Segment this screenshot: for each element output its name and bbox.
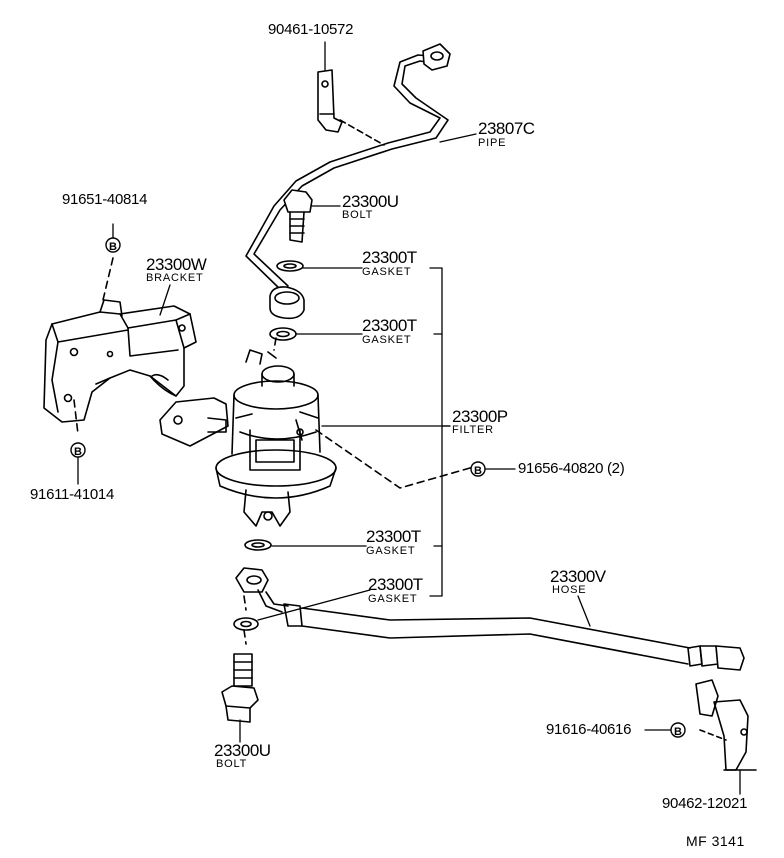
gasket-2	[269, 327, 297, 341]
gasket-3-part-number: 23300T	[366, 527, 421, 546]
filter-part-name: FILTER	[452, 424, 494, 436]
bolt-marker-clamp: B	[670, 722, 686, 738]
assembly-lines	[73, 257, 471, 645]
hose-part-name: HOSE	[552, 584, 587, 596]
fuel-hose	[235, 567, 745, 671]
gasket-1-part-name: GASKET	[362, 266, 412, 278]
gasket-4-part-name: GASKET	[368, 593, 418, 605]
gasket-4	[233, 617, 259, 631]
filter-bolt-part-number: 91656-40820 (2)	[518, 460, 625, 477]
gasket-2-part-name: GASKET	[362, 334, 412, 346]
gasket-3-part-name: GASKET	[366, 545, 416, 557]
figure-code: MF 3141	[686, 833, 745, 849]
bracket-part-number: 23300W	[146, 255, 207, 274]
bolt-top-part-name: BOLT	[342, 209, 374, 221]
svg-text:B: B	[109, 241, 117, 253]
pipe-clamp-part-number: 90461-10572	[268, 21, 354, 38]
filter-part-number: 23300P	[452, 407, 508, 426]
leader-lines	[77, 41, 741, 795]
pipe-part-number: 23807C	[478, 119, 535, 138]
gasket-1	[276, 260, 304, 272]
banjo-bolt-bottom	[221, 653, 259, 723]
bracket-bolt-top-part-number: 91651-40814	[62, 191, 148, 208]
gasket-3	[244, 539, 272, 551]
svg-text:B: B	[674, 726, 682, 738]
bolt-bottom-part-name: BOLT	[216, 758, 248, 770]
pipe-part-name: PIPE	[478, 137, 507, 149]
svg-text:B: B	[474, 465, 482, 477]
bolt-bottom-part-number: 23300U	[214, 741, 271, 760]
hose-clamp	[695, 679, 757, 771]
pipe-clamp	[317, 69, 385, 146]
gasket-4-part-number: 23300T	[368, 575, 423, 594]
bracket-part-name: BRACKET	[146, 272, 204, 284]
bolt-marker-bottom: B	[70, 442, 86, 458]
hose-part-number: 23300V	[550, 567, 606, 586]
fuel-pipe	[245, 43, 451, 320]
bolt-marker-filter: B	[470, 461, 486, 477]
clamp-bolt-part-number: 91616-40616	[546, 721, 632, 738]
hose-clamp-part-number: 90462-12021	[662, 795, 748, 812]
bolt-top-part-number: 23300U	[342, 192, 399, 211]
fuel-filter	[215, 349, 337, 527]
bracket	[43, 299, 197, 423]
svg-text:B: B	[74, 446, 82, 458]
bracket-bolt-bottom-part-number: 91611-41014	[30, 486, 115, 503]
bolt-marker-top: B	[105, 237, 121, 253]
banjo-bolt-top	[283, 189, 313, 243]
gasket-2-part-number: 23300T	[362, 316, 417, 335]
gasket-1-part-number: 23300T	[362, 248, 417, 267]
filter-side-bolt	[159, 397, 229, 447]
